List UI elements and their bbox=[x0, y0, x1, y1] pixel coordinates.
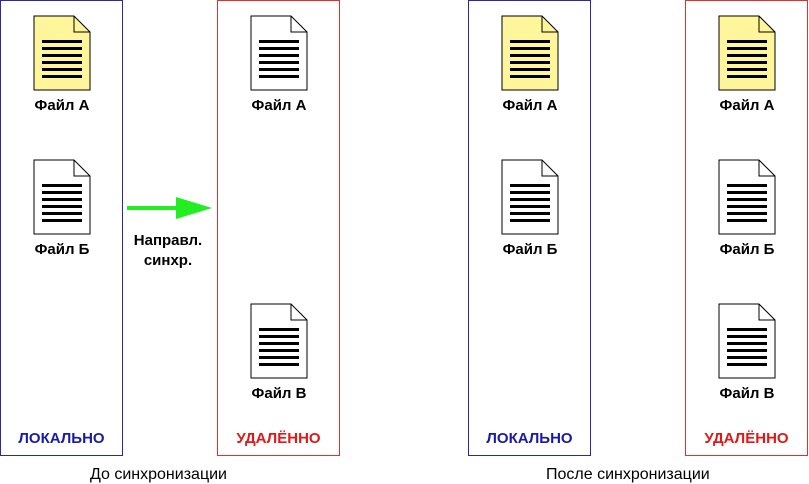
document-text-line bbox=[727, 349, 767, 352]
document-text-line bbox=[510, 54, 550, 57]
sync-direction-label-line2: синхр. bbox=[143, 252, 193, 269]
document-text-line bbox=[727, 191, 767, 194]
document-text-line bbox=[259, 328, 299, 331]
before-caption: До синхронизации bbox=[90, 466, 227, 483]
file-name: Файл В bbox=[719, 385, 775, 402]
document-text-line bbox=[259, 54, 299, 57]
document-text-line bbox=[510, 68, 550, 71]
document-text-line bbox=[727, 212, 767, 215]
document-text-line bbox=[259, 335, 299, 338]
sync-direction-label: Направл. синхр. bbox=[124, 231, 212, 271]
document-text-line bbox=[727, 342, 767, 345]
document-text-line bbox=[42, 61, 82, 64]
document-text-line bbox=[727, 328, 767, 331]
document-text-line bbox=[727, 335, 767, 338]
document-text-line bbox=[727, 68, 767, 71]
document-text-line bbox=[259, 68, 299, 71]
document-icon-modified bbox=[33, 15, 91, 91]
document-icon bbox=[501, 159, 559, 235]
document-text-line bbox=[259, 40, 299, 43]
document-text-line bbox=[42, 212, 82, 215]
after-local-label: ЛОКАЛЬНО bbox=[486, 430, 573, 447]
document-text-line bbox=[727, 61, 767, 64]
after-remote-file-a: Файл А bbox=[707, 15, 787, 114]
after-caption: После синхронизации bbox=[546, 466, 710, 483]
after-remote-panel: Файл А Файл Б Файл В УДАЛЁННО bbox=[685, 0, 808, 456]
document-icon bbox=[718, 159, 776, 235]
document-text-line bbox=[42, 184, 82, 187]
sync-direction-label-line1: Направл. bbox=[133, 232, 203, 249]
file-name: Файл Б bbox=[502, 241, 558, 258]
before-remote-file-a: Файл А bbox=[239, 15, 319, 114]
document-text-line bbox=[42, 205, 82, 208]
document-text-line bbox=[727, 219, 767, 222]
file-name: Файл А bbox=[719, 97, 775, 114]
document-text-line bbox=[42, 219, 82, 222]
document-text-line bbox=[727, 205, 767, 208]
document-text-line bbox=[42, 191, 82, 194]
document-icon bbox=[33, 159, 91, 235]
before-local-label: ЛОКАЛЬНО bbox=[18, 430, 105, 447]
document-icon-modified bbox=[501, 15, 559, 91]
document-text-line bbox=[727, 54, 767, 57]
document-text-line bbox=[42, 68, 82, 71]
after-local-file-b: Файл Б bbox=[490, 159, 570, 258]
document-text-line bbox=[510, 47, 550, 50]
document-text-line bbox=[510, 75, 550, 78]
document-text-line bbox=[727, 184, 767, 187]
document-icon bbox=[718, 303, 776, 379]
after-local-file-a: Файл А bbox=[490, 15, 570, 114]
document-text-line bbox=[510, 198, 550, 201]
before-remote-panel: Файл А Файл В УДАЛЁННО bbox=[217, 0, 340, 456]
document-text-line bbox=[727, 40, 767, 43]
file-name: Файл А bbox=[34, 97, 90, 114]
document-text-line bbox=[727, 75, 767, 78]
sync-direction-arrow-icon bbox=[127, 197, 212, 219]
document-text-line bbox=[510, 40, 550, 43]
document-text-line bbox=[259, 47, 299, 50]
document-icon bbox=[250, 303, 308, 379]
before-remote-file-v: Файл В bbox=[239, 303, 319, 402]
document-text-line bbox=[259, 349, 299, 352]
after-local-panel: Файл А Файл Б ЛОКАЛЬНО bbox=[468, 0, 591, 456]
document-text-line bbox=[510, 219, 550, 222]
document-text-line bbox=[42, 40, 82, 43]
document-text-line bbox=[42, 54, 82, 57]
document-text-line bbox=[42, 75, 82, 78]
after-remote-label: УДАЛЁННО bbox=[704, 430, 789, 447]
before-local-file-b: Файл Б bbox=[22, 159, 102, 258]
after-remote-file-v: Файл В bbox=[707, 303, 787, 402]
document-text-line bbox=[727, 356, 767, 359]
document-text-line bbox=[510, 184, 550, 187]
document-text-line bbox=[727, 47, 767, 50]
document-text-line bbox=[259, 61, 299, 64]
document-text-line bbox=[259, 342, 299, 345]
document-text-line bbox=[727, 363, 767, 366]
document-text-line bbox=[510, 191, 550, 194]
before-local-file-a: Файл А bbox=[22, 15, 102, 114]
document-text-line bbox=[510, 212, 550, 215]
document-text-line bbox=[259, 75, 299, 78]
after-remote-file-b: Файл Б bbox=[707, 159, 787, 258]
file-name: Файл Б bbox=[719, 241, 775, 258]
file-name: Файл В bbox=[251, 385, 307, 402]
document-icon-modified bbox=[718, 15, 776, 91]
document-text-line bbox=[42, 47, 82, 50]
before-local-panel: Файл А Файл Б ЛОКАЛЬНО bbox=[0, 0, 123, 456]
file-name: Файл А bbox=[502, 97, 558, 114]
document-text-line bbox=[510, 61, 550, 64]
file-name: Файл Б bbox=[34, 241, 90, 258]
document-text-line bbox=[727, 198, 767, 201]
document-text-line bbox=[510, 205, 550, 208]
before-remote-label: УДАЛЁННО bbox=[236, 430, 321, 447]
file-name: Файл А bbox=[251, 97, 307, 114]
document-text-line bbox=[42, 198, 82, 201]
document-icon bbox=[250, 15, 308, 91]
document-text-line bbox=[259, 356, 299, 359]
document-text-line bbox=[259, 363, 299, 366]
